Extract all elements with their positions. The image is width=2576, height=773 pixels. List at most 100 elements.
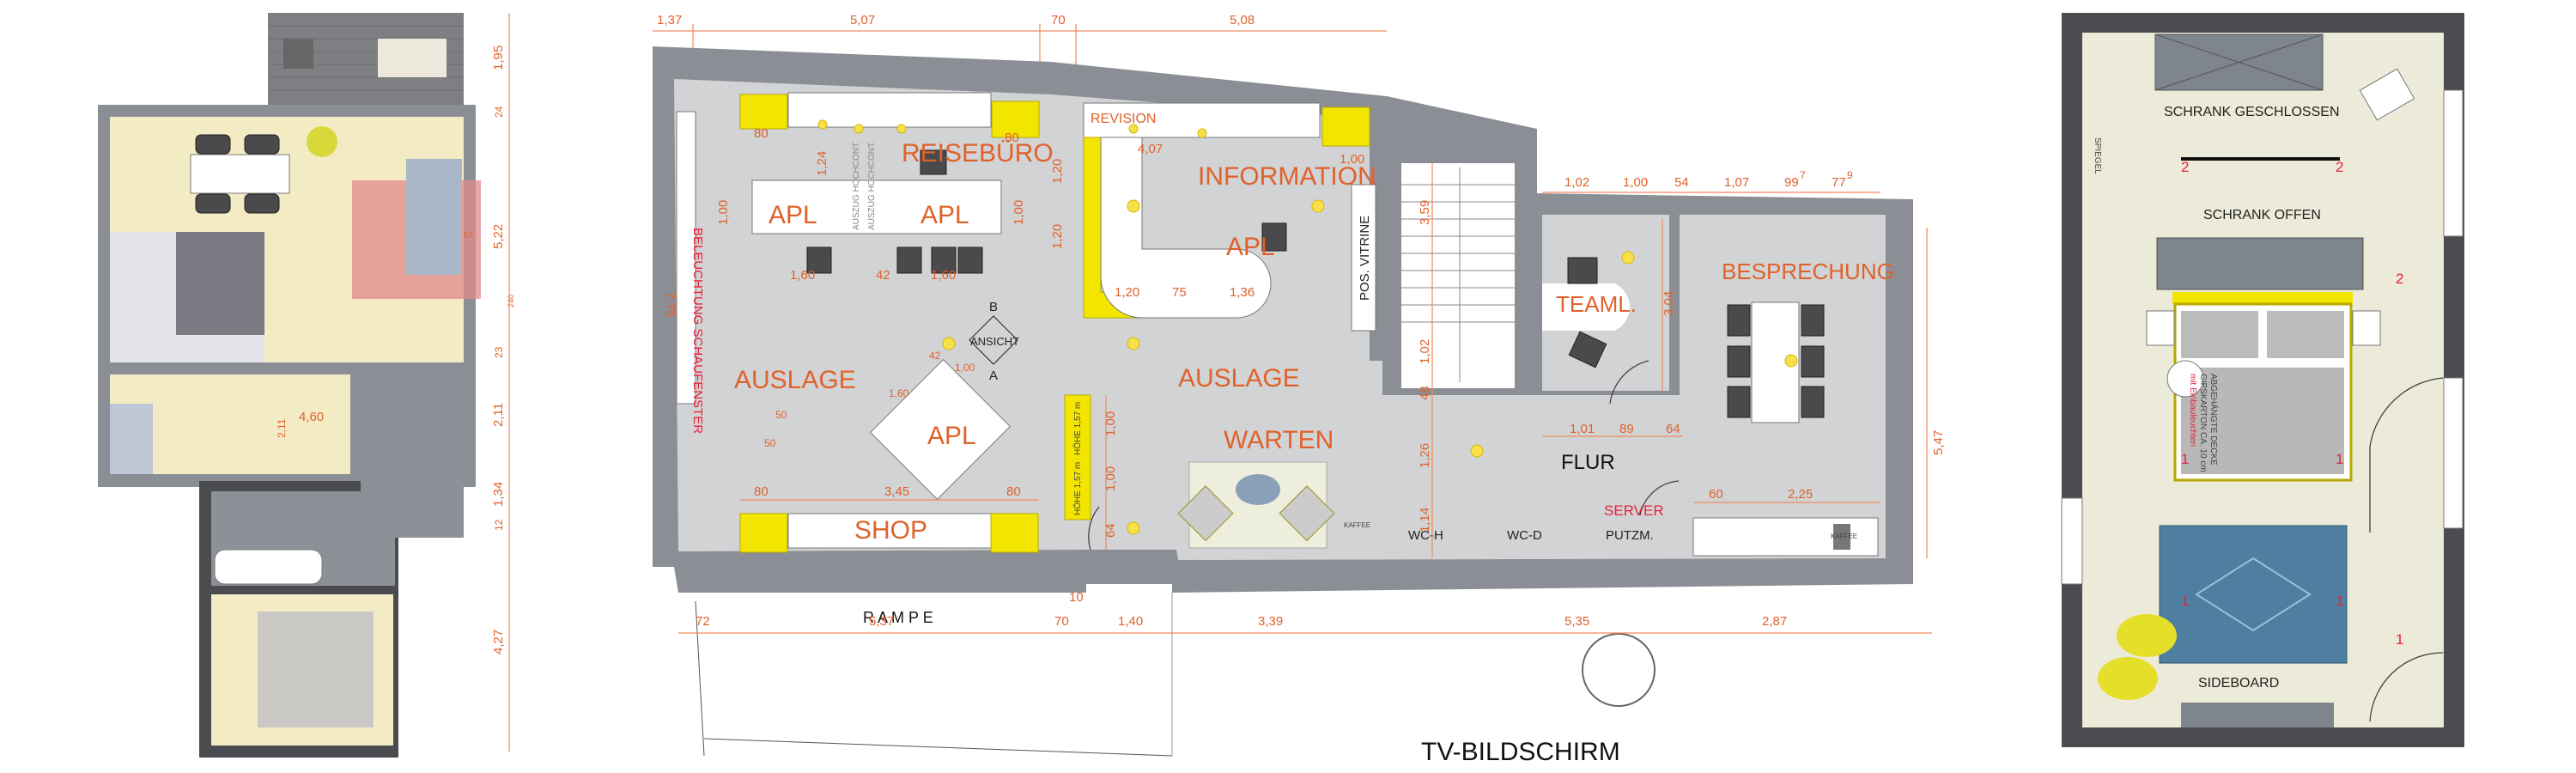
sideboard-label: SIDEBOARD bbox=[2198, 676, 2279, 691]
apartment-dining-table bbox=[190, 154, 290, 194]
lamp-icon bbox=[1621, 251, 1635, 265]
lamp-icon bbox=[1470, 444, 1484, 458]
lamp-icon bbox=[1127, 337, 1140, 350]
nightstand bbox=[2352, 310, 2381, 346]
room-label-apl: APL bbox=[927, 422, 976, 450]
dim-label: 2,11 bbox=[491, 403, 506, 427]
chair bbox=[920, 149, 947, 175]
headboard bbox=[2172, 292, 2353, 304]
room-label-wc-h: WC-H bbox=[1408, 528, 1443, 543]
dining-chair bbox=[195, 134, 231, 155]
chair bbox=[931, 247, 957, 274]
chair bbox=[896, 247, 922, 274]
dim-label: 5,37 bbox=[869, 614, 894, 629]
facade-line bbox=[695, 600, 705, 757]
apartment-side-dimensions: 1,95 24 5,22 23 2,11 1,34 12 4,27 bbox=[491, 13, 510, 752]
vitrine bbox=[1351, 184, 1376, 332]
chair bbox=[1801, 304, 1825, 337]
dim-superscript: 9 bbox=[1847, 169, 1853, 181]
coffee-machine bbox=[1833, 524, 1850, 550]
dim-label: 99 bbox=[1784, 175, 1799, 190]
dim-57-label: 57 bbox=[464, 231, 472, 240]
yellow-armchair bbox=[2098, 657, 2158, 700]
dim-label: 80 bbox=[1006, 484, 1021, 499]
room-label-auslage-left: AUSLAGE bbox=[734, 366, 856, 394]
dim-label: 80 bbox=[1005, 131, 1019, 145]
terrace-table bbox=[378, 39, 447, 77]
ceiling-note-line-3: mit Einbauleuchten bbox=[2188, 374, 2197, 447]
storage-cabinet bbox=[990, 513, 1039, 553]
lamp-icon bbox=[1197, 128, 1207, 138]
lamp-icon bbox=[1127, 521, 1140, 535]
dim-label: 7,75 bbox=[663, 292, 677, 317]
door-arc bbox=[1088, 506, 1100, 551]
auszug-label: AUSZUG HOCHCONT. bbox=[867, 141, 877, 230]
lamp-icon bbox=[1127, 199, 1140, 213]
yellow-chair bbox=[307, 126, 337, 157]
chair bbox=[1727, 304, 1751, 337]
teaml-desk bbox=[1542, 283, 1631, 331]
lamp-icon bbox=[854, 124, 864, 134]
office-right-dimensions: 1,02 1,00 54 1,07 99 7 77 9 3,59 1,02 48… bbox=[1418, 163, 1946, 558]
bathtub bbox=[214, 549, 323, 585]
dim-label: 89 bbox=[1619, 422, 1634, 436]
wc-d-floor bbox=[1470, 494, 1547, 554]
chair bbox=[1727, 386, 1751, 418]
dim-label: 48 bbox=[1418, 386, 1432, 400]
pillow bbox=[2267, 311, 2344, 358]
dim-label: 5,35 bbox=[1564, 614, 1589, 629]
sofa bbox=[406, 159, 462, 275]
lamp-icon bbox=[942, 337, 956, 350]
dim-label: 2,87 bbox=[1762, 614, 1787, 629]
chair bbox=[1261, 222, 1287, 252]
stairwell bbox=[1401, 163, 1515, 388]
dim-label: 1,40 bbox=[1118, 614, 1143, 629]
bedroom-plan: SCHRANK GESCHLOSSEN SCHRANK OFFEN SIDEBO… bbox=[2061, 13, 2464, 747]
dim-label: 1,00 bbox=[1103, 411, 1118, 436]
dim-label: 10 bbox=[1069, 590, 1084, 605]
room-label-auslage-right: AUSLAGE bbox=[1178, 364, 1300, 393]
door-arc bbox=[2369, 652, 2444, 722]
information-desk bbox=[1100, 137, 1272, 319]
ansicht-a-label: A bbox=[989, 368, 998, 383]
dim-label: 2,25 bbox=[1788, 487, 1813, 502]
window-shelf bbox=[676, 111, 696, 405]
room-label-apl: APL bbox=[1226, 233, 1275, 261]
lamp-icon bbox=[1311, 199, 1325, 213]
office-bottom-dimensions: 72 5,37 70 1,40 3,39 5,35 2,87 bbox=[678, 614, 1932, 634]
dim-label: 1,01 bbox=[1570, 422, 1595, 436]
tv-bildschirm-label: TV-BILDSCHIRM bbox=[1421, 738, 1620, 766]
armchair bbox=[1177, 485, 1234, 542]
chair bbox=[1801, 345, 1825, 378]
lamp-code-label: 1 bbox=[2336, 451, 2343, 467]
chair bbox=[1567, 257, 1598, 284]
dim-label: 1,02 bbox=[1418, 339, 1432, 364]
yellow-armchair bbox=[2117, 614, 2177, 657]
schrank-offen-label: SCHRANK OFFEN bbox=[2203, 208, 2321, 222]
room-label-apl: APL bbox=[920, 201, 969, 229]
door-arc bbox=[1639, 480, 1680, 516]
study-depth-label: 2,11 bbox=[276, 418, 288, 438]
dim-label: 72 bbox=[696, 614, 710, 629]
office-plan: 1,37 5,07 70 5,08 bbox=[653, 13, 1946, 766]
dim-superscript: 7 bbox=[1800, 169, 1806, 181]
dim-label: 1,14 bbox=[1418, 508, 1432, 533]
room-label-server: SERVER bbox=[1604, 502, 1664, 519]
facade-line bbox=[703, 738, 1173, 757]
room-label-flur: FLUR bbox=[1561, 451, 1615, 474]
dim-label: 70 bbox=[1051, 13, 1066, 27]
dim-label: 1,20 bbox=[1115, 285, 1139, 300]
room-label-teaml: TEAML. bbox=[1556, 291, 1637, 317]
sideboard bbox=[2181, 703, 2334, 727]
dim-label: 1,02 bbox=[1564, 175, 1589, 190]
dim-label: 5,07 bbox=[850, 13, 875, 27]
hoehe-label: HÖHE 1,57 m bbox=[1072, 402, 1083, 455]
dim-label: 1,60 bbox=[790, 268, 815, 283]
dim-label: 80 bbox=[754, 126, 769, 141]
dim-label: 1,26 bbox=[1418, 443, 1432, 468]
door-arc bbox=[2369, 377, 2444, 533]
dining-chair bbox=[195, 193, 231, 214]
ceiling-note-line-1: ABGEHÄNGTE DECKE bbox=[2208, 374, 2219, 466]
room-label-besprechung: BESPRECHUNG bbox=[1722, 259, 1894, 284]
